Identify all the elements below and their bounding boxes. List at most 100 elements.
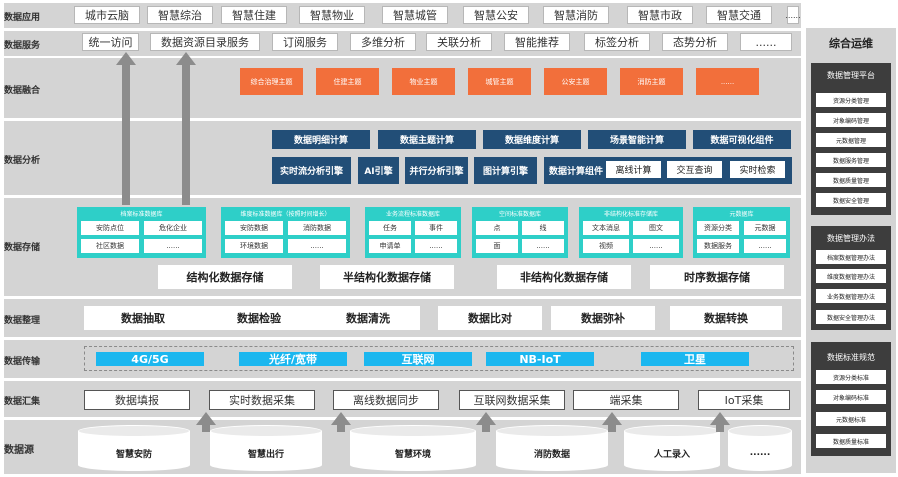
organize-item: 数据清洗 xyxy=(316,306,420,330)
ops-section-title: 数据标准规范 xyxy=(827,353,875,362)
ops-title: 综合运维 xyxy=(829,37,873,50)
app-item: 智慧市政 xyxy=(627,6,693,24)
storage-cell: 安防数据 xyxy=(225,221,283,235)
analysis-sub: 离线计算 xyxy=(606,161,661,178)
source-cylinder: 人工录入 xyxy=(624,425,720,471)
app-item: 智慧城管 xyxy=(382,6,448,24)
up-arrow-icon xyxy=(476,412,496,432)
storage-card-title: 业务流程标准数据库 xyxy=(385,210,440,218)
ops-item: 数据服务管理 xyxy=(816,153,886,167)
service-item: 统一访问 xyxy=(82,33,139,51)
source-label: 智慧环境 xyxy=(394,449,431,460)
fusion-topic: 消防主题 xyxy=(620,68,683,95)
analysis-sub: 交互查询 xyxy=(667,161,722,178)
storage-cell: 资源分类 xyxy=(697,221,739,235)
layer-label-collect: 数据汇集 xyxy=(4,397,41,407)
transfer-dashed-frame xyxy=(84,346,794,371)
ops-item: 对象编码管理 xyxy=(816,113,886,127)
analysis-engine: 实时流分析引擎 xyxy=(272,157,351,184)
service-item: 多维分析 xyxy=(350,33,416,51)
ops-section-rules: 数据管理办法 档案数据管理办法 维度数据管理办法 业务数据管理办法 数据安全管理… xyxy=(811,226,891,330)
storage-type: 时序数据存储 xyxy=(650,265,784,289)
layer-label-analysis: 数据分析 xyxy=(4,156,41,166)
storage-cell: 事件 xyxy=(415,221,457,235)
storage-cell: 危化企业 xyxy=(144,221,202,235)
storage-cell: 社区数据 xyxy=(81,239,139,253)
service-item: 数据资源目录服务 xyxy=(150,33,260,51)
ops-item: 元数据标准 xyxy=(816,412,886,426)
source-cylinder: 智慧环境 xyxy=(350,425,476,471)
layer-label-organize: 数据整理 xyxy=(4,316,41,326)
app-item: ...... xyxy=(785,6,801,24)
layer-label-app: 数据应用 xyxy=(4,13,41,23)
transfer-channel: 互联网 xyxy=(364,352,472,366)
app-item: 智慧消防 xyxy=(543,6,609,24)
up-arrow-icon xyxy=(331,412,351,432)
service-item: 态势分析 xyxy=(662,33,728,51)
storage-cell: ...... xyxy=(144,239,202,253)
ops-item: 资源分类标准 xyxy=(816,370,886,384)
collect-item: 数据填报 xyxy=(84,390,190,410)
app-item: 智慧综治 xyxy=(147,6,213,24)
storage-cell: 任务 xyxy=(369,221,411,235)
app-item: 智慧住建 xyxy=(221,6,287,24)
storage-card-title: 非结构化标准存储库 xyxy=(603,210,658,218)
fusion-topic: 物业主题 xyxy=(392,68,455,95)
analysis-calc: 数据明细计算 xyxy=(272,130,370,149)
storage-cell: 图文 xyxy=(633,221,679,235)
organize-item: 数据检验 xyxy=(200,306,318,330)
storage-card-title: 空间标准数据库 xyxy=(498,210,541,218)
storage-card: 业务流程标准数据库 任务 事件 申请单 ...... xyxy=(365,207,461,258)
ops-item: 维度数据管理办法 xyxy=(816,269,886,283)
storage-cell: 安防点位 xyxy=(81,221,139,235)
up-arrow-icon xyxy=(710,412,730,432)
organize-item: 数据弥补 xyxy=(551,306,655,330)
storage-type: 结构化数据存储 xyxy=(158,265,292,289)
organize-item: 数据转换 xyxy=(670,306,782,330)
source-cylinder: 消防数据 xyxy=(496,425,608,471)
layer-label-service: 数据服务 xyxy=(4,41,41,51)
analysis-calc: 场景智能计算 xyxy=(588,130,686,149)
analysis-engine: 图计算引擎 xyxy=(474,157,537,184)
ops-item: 档案数据管理办法 xyxy=(816,250,886,264)
analysis-engine: AI引擎 xyxy=(358,157,399,184)
source-label: 智慧安防 xyxy=(115,449,152,460)
service-item: 关联分析 xyxy=(426,33,492,51)
storage-card: 空间标准数据库 点 线 面 ...... xyxy=(472,207,568,258)
fusion-topic: 综合治理主题 xyxy=(240,68,303,95)
ops-item: 业务数据管理办法 xyxy=(816,289,886,303)
analysis-calc: 数据维度计算 xyxy=(483,130,581,149)
layer-label-fusion: 数据融合 xyxy=(4,86,41,96)
ops-item: 数据安全管理 xyxy=(816,193,886,207)
ops-item: 数据质量标准 xyxy=(816,434,886,448)
fusion-topic: 公安主题 xyxy=(544,68,607,95)
up-arrow-icon xyxy=(176,52,196,205)
app-item: 城市云脑 xyxy=(74,6,140,24)
organize-item: 数据比对 xyxy=(438,306,542,330)
storage-card-title: 元数据库 xyxy=(729,210,754,218)
service-item: ...... xyxy=(740,33,792,51)
transfer-channel: 4G/5G xyxy=(96,352,204,366)
storage-cell: 环境数据 xyxy=(225,239,283,253)
storage-cell: ...... xyxy=(415,239,457,253)
source-cylinder: 智慧安防 xyxy=(78,425,190,471)
storage-cell: 视频 xyxy=(583,239,629,253)
storage-cell: ...... xyxy=(522,239,564,253)
source-label: 人工录入 xyxy=(653,449,690,460)
transfer-channel: 光纤/宽带 xyxy=(239,352,347,366)
storage-type: 半结构化数据存储 xyxy=(320,265,454,289)
layer-label-storage: 数据存储 xyxy=(4,243,41,253)
source-label: 智慧出行 xyxy=(247,449,284,460)
storage-cell: 点 xyxy=(476,221,518,235)
app-item: 智慧交通 xyxy=(706,6,772,24)
ops-section-standards: 数据标准规范 资源分类标准 对象编码标准 元数据标准 数据质量标准 xyxy=(811,342,891,456)
collect-item: 互联网数据采集 xyxy=(459,390,565,410)
storage-card: 档案标准数据库 安防点位 危化企业 社区数据 ...... xyxy=(77,207,206,258)
storage-cell: 文本消息 xyxy=(583,221,629,235)
source-cylinder: 智慧出行 xyxy=(210,425,322,471)
fusion-topic: 城管主题 xyxy=(468,68,531,95)
storage-cell: ...... xyxy=(744,239,786,253)
up-arrow-icon xyxy=(602,412,622,432)
analysis-engine: 并行分析引擎 xyxy=(405,157,468,184)
